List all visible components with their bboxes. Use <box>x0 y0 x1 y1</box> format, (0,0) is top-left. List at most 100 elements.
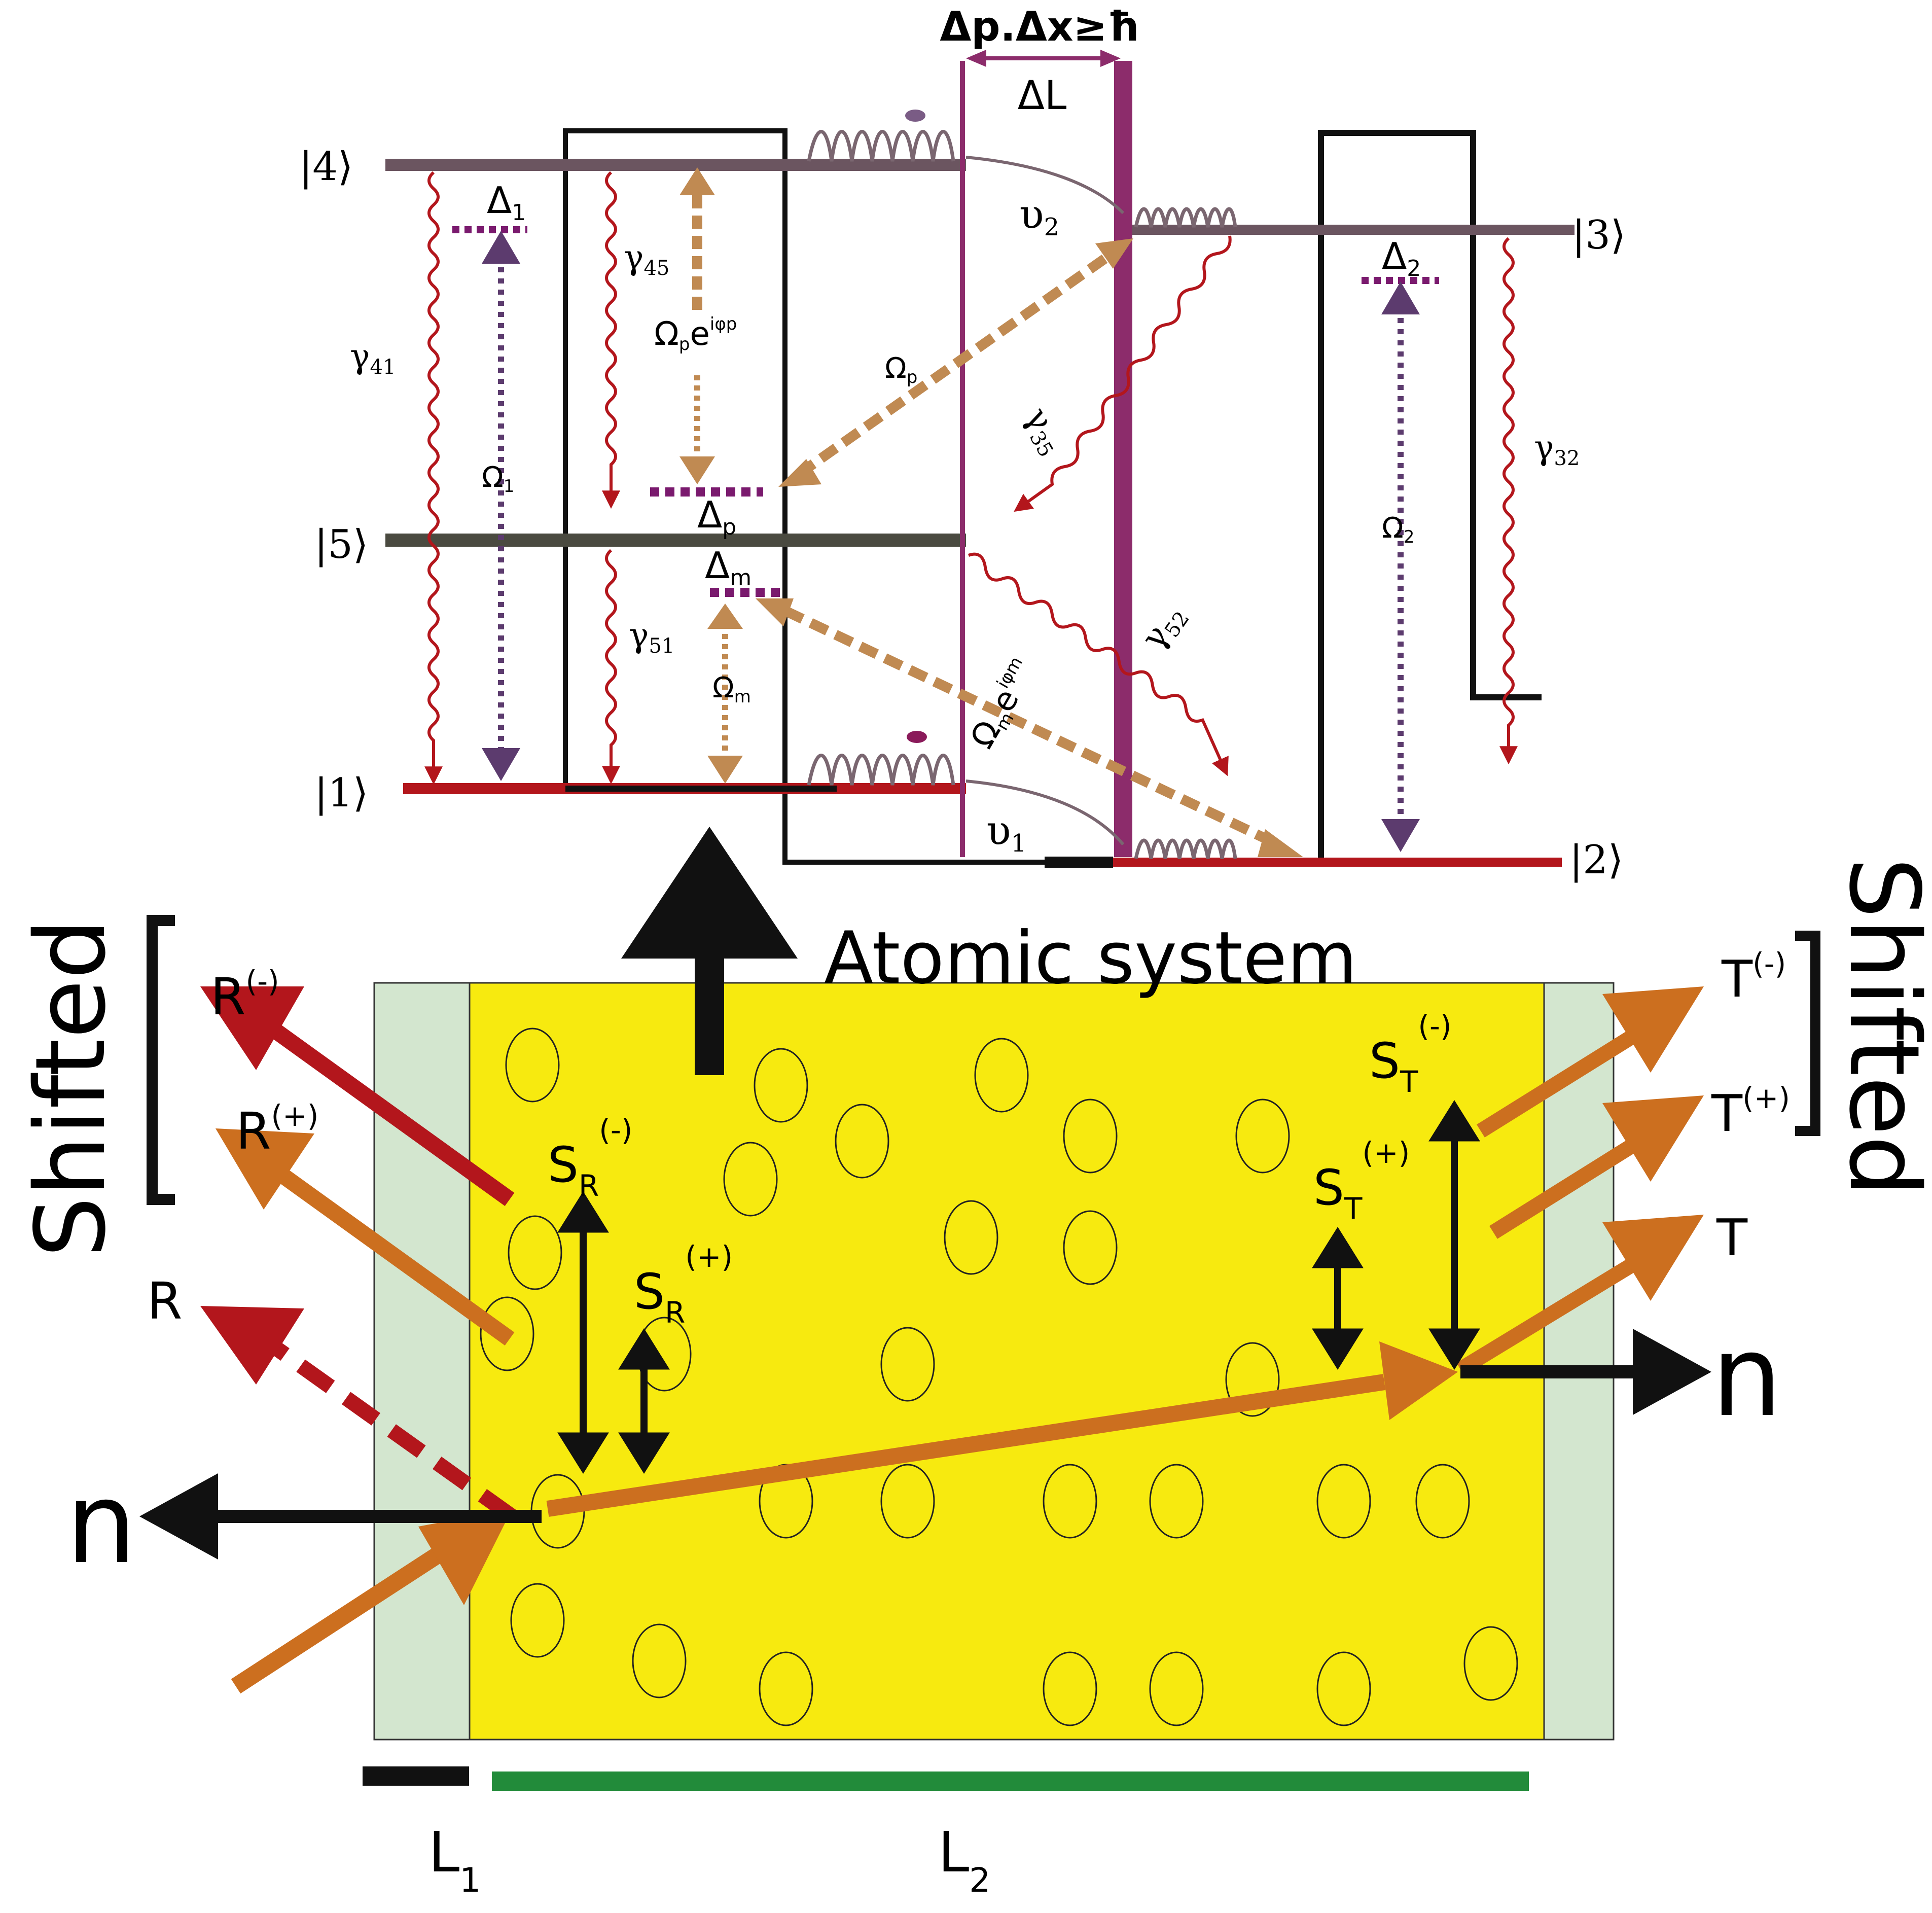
atom <box>1149 1464 1204 1539</box>
atom <box>508 1215 562 1290</box>
shift-r-minus-arrowhead-down <box>557 1432 609 1474</box>
phonon-dot-bottom <box>907 731 927 743</box>
omega-2-label: Ω2 <box>1382 512 1414 547</box>
omega-1-arrowhead-up <box>482 231 520 264</box>
shift-t-plus-arrowhead-up <box>1312 1227 1364 1268</box>
transmitted-t-arrowhead <box>1602 1215 1704 1301</box>
length-l2-label: L2 <box>938 1820 990 1900</box>
atom <box>505 1028 560 1103</box>
shift-r-plus-arrowhead-down <box>618 1432 670 1474</box>
atom <box>1063 1099 1118 1174</box>
atom <box>632 1623 687 1698</box>
decay-51-wave <box>602 549 620 785</box>
omega-m-diagonal-arrowhead-top <box>756 598 794 626</box>
transmit-t-plus-label: T(+) <box>1711 1081 1790 1143</box>
coupling-curve-bottom <box>965 780 1125 845</box>
normal-left-arrowhead <box>139 1473 218 1560</box>
reflected-r-beam <box>269 1340 517 1523</box>
transmitted-t-plus-arrowhead <box>1602 1095 1704 1182</box>
atom <box>944 1200 998 1275</box>
level-5-label: |5⟩ <box>314 522 368 568</box>
shifted-right-bracket <box>1795 931 1820 1136</box>
phonon-2-label: υ2 <box>1019 191 1059 241</box>
omega-m-diagonal-line <box>783 606 1280 849</box>
omega-p-diagonal-arrowhead-top <box>1095 238 1133 269</box>
left-coating-layer <box>373 982 471 1741</box>
decay-41-wave <box>424 171 443 785</box>
atom <box>880 1464 935 1539</box>
atom <box>1063 1210 1118 1285</box>
atom <box>1149 1651 1204 1726</box>
omega-m-phase-label: Ωmeiφm <box>962 653 1044 755</box>
reflected-r-minus-arrowhead <box>200 986 304 1070</box>
refracted-beam <box>546 1374 1386 1517</box>
omega-2-arrowhead-down <box>1381 819 1420 852</box>
transmitted-t-minus-arrowhead <box>1602 986 1704 1073</box>
atom <box>1043 1464 1097 1539</box>
decay-45-wave <box>602 171 620 509</box>
shift-t-plus-label: ST(+) <box>1313 1136 1410 1226</box>
omega-m-label: Ωm <box>712 671 751 707</box>
detuning-2-label: Δ2 <box>1382 235 1421 281</box>
omega-p-phase-arrowhead-down <box>679 456 715 484</box>
uncertainty-label: Δp.Δx≥ħ <box>940 3 1139 50</box>
atom <box>1415 1464 1470 1539</box>
atom <box>759 1651 813 1726</box>
transmitted-t-beam <box>1456 1256 1639 1376</box>
reflected-r-plus-beam <box>269 1162 515 1345</box>
omega-p-diagonal-line <box>796 246 1119 479</box>
reflect-r-minus-label: R(-) <box>210 964 279 1026</box>
omega-1-arrowhead-down <box>482 748 520 781</box>
right-coating-layer <box>1543 982 1615 1741</box>
atom <box>510 1583 565 1658</box>
phonon-dot-top <box>905 110 925 122</box>
shift-t-minus-arrowhead-up <box>1428 1100 1480 1142</box>
shift-arrows <box>557 1100 1480 1474</box>
omega-p-phase-arrowhead-up <box>679 167 715 195</box>
omega-m-diagonal-arrowhead-bottom <box>1258 829 1303 857</box>
phonon-spring-right-top <box>1134 207 1237 228</box>
decay-35-label: γ35 <box>1015 401 1074 462</box>
normal-left-label: n <box>66 1459 136 1588</box>
atomic-system-arrowhead <box>621 827 798 959</box>
omega-1-label: Ω1 <box>482 461 514 497</box>
shifted-right-label: Shifted <box>1828 857 1932 1196</box>
delta-l-label: ΔL <box>1018 73 1067 119</box>
reflect-r-plus-label: R(+) <box>236 1099 318 1161</box>
shift-r-minus-label: SR(-) <box>548 1113 632 1203</box>
shifted-left-label: Shifted <box>15 918 127 1258</box>
omega-p-diagonal-arrowhead-bottom <box>778 459 821 487</box>
transmitted-t-minus-beam <box>1477 1028 1639 1138</box>
level-2-label: |2⟩ <box>1569 837 1623 883</box>
omega-2-arrowhead-up <box>1381 281 1420 314</box>
omega-p-label: Ωp <box>885 352 917 387</box>
atom <box>1316 1464 1371 1539</box>
transmit-t-label: T <box>1716 1208 1748 1267</box>
shift-t-minus-label: ST(-) <box>1369 1009 1452 1099</box>
decay-41-label: γ41 <box>350 337 396 379</box>
left-well-box <box>563 128 1045 865</box>
phonon-1-label: υ1 <box>986 807 1026 858</box>
omega-m-arrowhead-down <box>707 756 743 784</box>
atom <box>1316 1651 1371 1726</box>
transmitted-t-plus-beam <box>1489 1137 1639 1239</box>
atom <box>1225 1342 1280 1417</box>
atom <box>1235 1099 1290 1174</box>
decay-52-wave <box>968 552 1229 776</box>
omega-p-phase-label: Ωpeiφp <box>654 314 737 355</box>
level-4-label: |4⟩ <box>299 144 353 190</box>
shifted-left-bracket <box>147 915 175 1205</box>
atom <box>723 1142 778 1217</box>
phonon-spring-right-bottom <box>1134 838 1237 859</box>
level-1-label: |1⟩ <box>314 770 368 816</box>
atom <box>1043 1651 1097 1726</box>
transmit-t-minus-label: T(-) <box>1721 946 1786 1009</box>
detuning-p-label: Δp <box>697 493 736 540</box>
shift-t-minus-arrowhead-down <box>1428 1328 1480 1370</box>
atom <box>974 1038 1029 1113</box>
reflected-r-minus-beam <box>269 1023 515 1206</box>
atom <box>1463 1626 1518 1701</box>
level-3-label: |3⟩ <box>1572 212 1626 258</box>
atom <box>754 1048 808 1123</box>
